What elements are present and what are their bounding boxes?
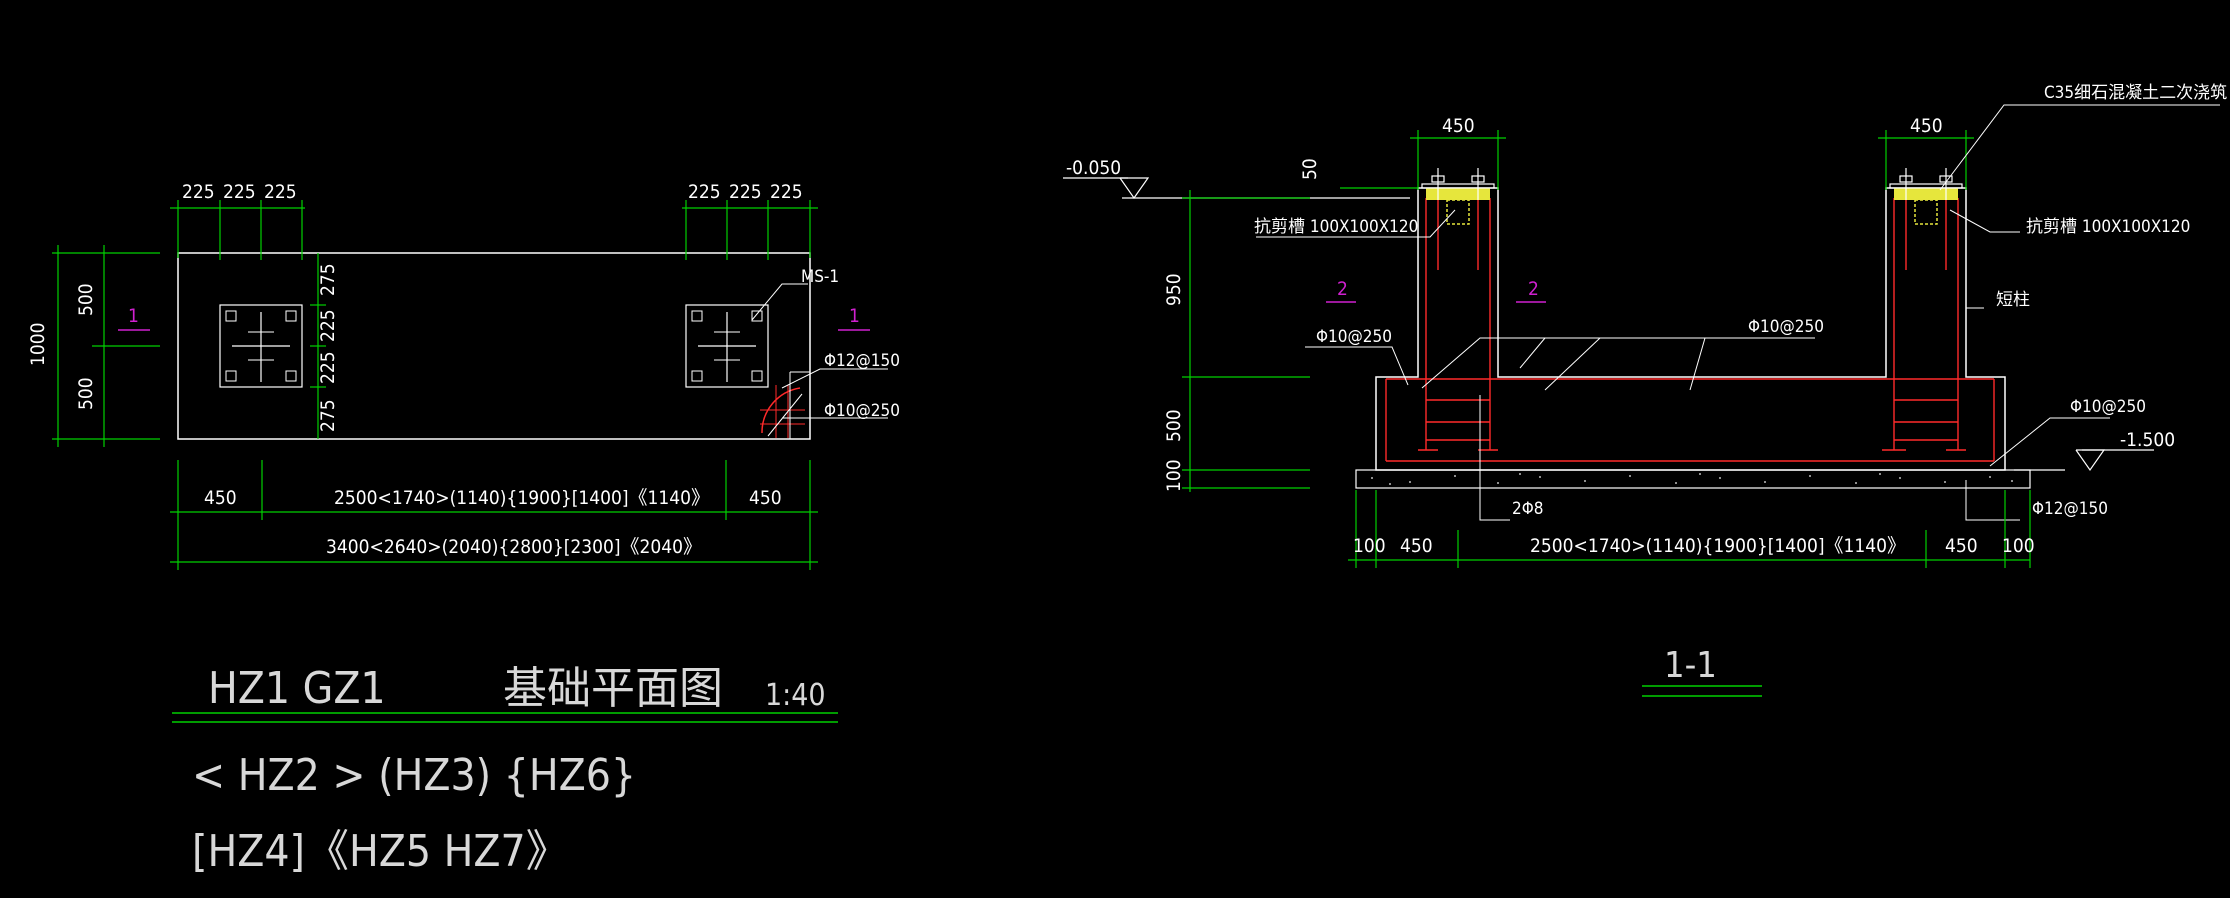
section-bottom-dim-4: 450 (1945, 535, 1978, 557)
section-shear-left: 抗剪槽 100X100X120 (1254, 217, 1418, 237)
section-left-dim-500: 500 (1163, 409, 1185, 442)
section-leaders (1256, 104, 2220, 521)
plan-left-dims (52, 245, 326, 447)
section-shear-right: 抗剪槽 100X100X120 (2026, 217, 2190, 237)
plan-top-dim-r3: 225 (770, 181, 803, 203)
section-grout (1426, 188, 1958, 225)
plan-top-dim-l3: 225 (264, 181, 297, 203)
section-left-dim-50: 50 (1299, 158, 1321, 180)
plan-left-dim-total: 1000 (27, 323, 49, 367)
title-block-scale: 1:40 (765, 678, 826, 713)
section-bedding-hatch (1371, 473, 2013, 485)
plan-bottom-dim-left: 450 (204, 487, 237, 509)
plan-section-mark-left: 1 (128, 305, 139, 327)
plan-rebar-callout-a: Φ12@150 (824, 351, 900, 371)
plan-bottom-dims (170, 460, 818, 570)
section-top-dims (1410, 130, 1974, 190)
plan-base-plate-right (685, 304, 769, 388)
plan-top-dim-r1: 225 (688, 181, 721, 203)
section-rebar-bottom-right: Φ12@150 (2032, 499, 2108, 519)
section-bottom-dim-1: 100 (1353, 535, 1386, 557)
title-block: HZ1 GZ1 基础平面图 1:40 < HZ2 > (HZ3) {HZ6} [… (172, 663, 838, 877)
plan-inner-dim-2: 225 (317, 309, 339, 342)
title-block-variant-1: < HZ2 > (HZ3) {HZ6} (192, 750, 636, 801)
section-bedding (1355, 469, 2031, 489)
section-bottom-dim-3: 2500<1740>(1140){1900}[1400]《1140》 (1530, 535, 1906, 557)
plan-left-dim-upper: 500 (75, 283, 97, 316)
plan-bottom-dim-mid: 2500<1740>(1140){1900}[1400]《1140》 (334, 487, 710, 509)
section-left-dims (1182, 187, 1418, 492)
plan-section-mark-right: 1 (849, 305, 860, 327)
plan-leaders (751, 283, 888, 419)
section-footing-outline (1375, 187, 2006, 471)
section-top-dim-right: 450 (1910, 115, 1943, 137)
section-elevation-bottom-label: -1.500 (2120, 429, 2175, 451)
section-bottom-dim-2: 450 (1400, 535, 1433, 557)
section-bottom-dim-5: 100 (2002, 535, 2035, 557)
plan-base-plate-left (219, 304, 303, 388)
section-elevation-bottom (2014, 449, 2154, 472)
title-block-variant-2: [HZ4]《HZ5 HZ7》 (192, 826, 570, 877)
plan-inner-dim-1: 275 (317, 263, 339, 296)
section-rebar (1385, 198, 1995, 462)
plan-footing-outline (177, 252, 811, 440)
plan-bottom-dim-right: 450 (749, 487, 782, 509)
section-left-dim-100: 100 (1163, 459, 1185, 492)
plan-top-dim-l2: 225 (223, 181, 256, 203)
section-bottom-dims (1348, 490, 2031, 568)
plan-view: MS-1 Φ12@150 Φ10@250 1 1 225 225 225 225… (27, 181, 900, 570)
section-column-label: 短柱 (1996, 290, 2030, 310)
plan-corner-rebar (760, 371, 810, 439)
plan-top-dim-l1: 225 (182, 181, 215, 203)
plan-inner-dim-3: 225 (317, 351, 339, 384)
section-rebar-right: Φ10@250 (2070, 397, 2146, 417)
section-elevation-top-label: -0.050 (1066, 157, 1121, 179)
section-title: 1-1 (1664, 645, 1717, 686)
plan-rebar-callout-b: Φ10@250 (824, 401, 900, 421)
title-block-name: HZ1 GZ1 (208, 663, 386, 714)
section-rebar-left-top: Φ10@250 (1316, 327, 1392, 347)
section-concrete-note: C35细石混凝土二次浇筑 (2044, 83, 2227, 103)
section-rebar-mid-top: Φ10@250 (1748, 317, 1824, 337)
plan-inner-dim-4: 275 (317, 399, 339, 432)
section-anchor-bolts (1421, 168, 1963, 200)
section-view: -0.050 -1.500 450 450 50 950 (1063, 83, 2227, 697)
plan-top-dims (170, 200, 818, 260)
plan-top-dim-r2: 225 (729, 181, 762, 203)
plan-bottom-dim-total: 3400<2640>(2040){2800}[2300]《2040》 (326, 536, 702, 558)
section-rebar-stirrup: 2Φ8 (1512, 499, 1544, 519)
plan-left-dim-lower: 500 (75, 377, 97, 410)
section-mark-left: 2 (1337, 278, 1348, 300)
section-left-dim-950: 950 (1163, 273, 1185, 306)
plan-ms-callout: MS-1 (801, 267, 839, 287)
section-mark-right: 2 (1528, 278, 1539, 300)
title-block-title: 基础平面图 (503, 663, 723, 714)
section-top-dim-left: 450 (1442, 115, 1475, 137)
